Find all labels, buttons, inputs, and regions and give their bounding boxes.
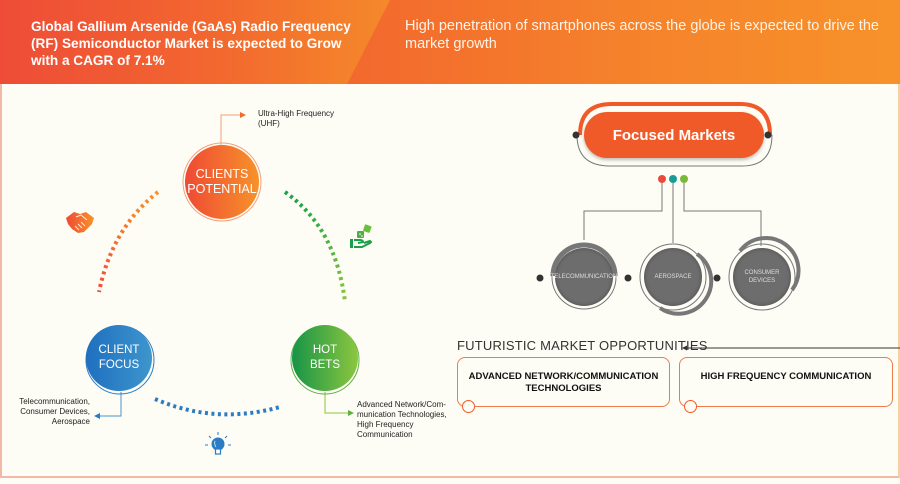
header-banner: Global Gallium Arsenide (GaAs) Radio Fre… — [0, 0, 900, 84]
note-line: Advanced Network/Com- — [357, 400, 446, 409]
client-focus-arrow-icon — [94, 413, 100, 419]
clients-potential-label-2: POTENTIAL — [187, 182, 257, 196]
hot-bets-arrow-icon — [348, 410, 354, 416]
opportunity-arrow — [682, 345, 900, 351]
note-line: High Frequency — [357, 420, 414, 429]
pill-left-dot — [572, 131, 580, 139]
opportunity-line-1: ADVANCED NETWORK/COMMUNICATION — [468, 371, 659, 382]
ring-dot-1 — [536, 274, 544, 282]
client-focus-connector-line — [100, 392, 122, 417]
market-telecommunication: TELECOMMUNICATION — [551, 248, 617, 306]
dotted-arc-green — [283, 190, 347, 303]
market-consumer-devices: CONSUMER DEVICES — [733, 248, 791, 306]
hand-dice-icon — [350, 224, 372, 248]
opportunities-title: FUTURISTIC MARKET OPPORTUNITIES — [457, 338, 708, 353]
note-line: Telecommunication, — [19, 397, 90, 406]
hot-bets-connector-line — [324, 392, 348, 414]
hot-bets-label-2: BETS — [309, 359, 341, 371]
hot-bets-note: Advanced Network/Com- munication Technol… — [357, 400, 447, 440]
note-line: munication Technologies, — [357, 410, 447, 419]
market-label: TELECOMMUNICATION — [550, 274, 618, 280]
ring-dot-3 — [713, 274, 721, 282]
market-label-1: CONSUMER — [744, 270, 780, 276]
content-frame — [0, 84, 900, 478]
green-dot — [680, 175, 688, 183]
handshake-icon — [66, 212, 94, 233]
note-line: Aerospace — [51, 417, 90, 426]
header-title-panel — [0, 0, 390, 84]
market-label: AEROSPACE — [654, 274, 692, 280]
client-focus-circle-shape — [86, 325, 152, 391]
clients-potential-circle-shape — [185, 145, 259, 219]
uhf-arrow-icon — [240, 112, 246, 118]
teal-dot — [669, 175, 677, 183]
market-aerospace: AEROSPACE — [644, 248, 702, 306]
opportunity-card: ADVANCED NETWORK/COMMUNICATION TECHNOLOG… — [457, 357, 670, 407]
market-label-2: DEVICES — [748, 278, 776, 284]
note-line: Consumer Devices, — [20, 407, 90, 416]
client-focus-label-1: CLIENT — [98, 344, 140, 356]
hot-bets-circle: HOT BETS — [292, 325, 358, 391]
red-dot — [658, 175, 666, 183]
hot-bets-label-1: HOT — [312, 344, 338, 356]
cycle-diagram — [66, 112, 372, 455]
opportunity-line-1: HIGH FREQUENCY COMMUNICATION — [700, 371, 872, 382]
opportunity-dot — [684, 400, 697, 413]
opportunity-dot — [462, 400, 475, 413]
pill-right-dot — [764, 131, 772, 139]
page-title: Global Gallium Arsenide (GaAs) Radio Fre… — [31, 19, 351, 68]
note-line: Communication — [357, 430, 413, 439]
ring-dot-2 — [624, 274, 632, 282]
focused-markets-diagram — [536, 102, 801, 316]
uhf-connector-line — [220, 114, 240, 146]
client-focus-label-2: FOCUS — [98, 359, 140, 371]
client-focus-note: Telecommunication, Consumer Devices, Aer… — [4, 397, 90, 427]
lightbulb-icon — [205, 432, 231, 455]
page-subtitle: High penetration of smartphones across t… — [405, 18, 879, 52]
dotted-arc-orange — [97, 190, 160, 293]
client-focus-circle: CLIENT FOCUS — [86, 325, 152, 391]
hot-bets-circle-shape — [292, 325, 358, 391]
note-line: (UHF) — [258, 119, 280, 128]
dotted-arc-blue — [154, 397, 281, 417]
arrow-left-icon — [682, 345, 687, 351]
clients-potential-label-1: CLIENTS — [195, 167, 249, 181]
clients-potential-note: Ultra-High Frequency (UHF) — [258, 109, 334, 129]
opportunity-line-2: TECHNOLOGIES — [525, 383, 602, 394]
note-line: Ultra-High Frequency — [258, 109, 335, 118]
opportunity-card: HIGH FREQUENCY COMMUNICATION — [679, 357, 893, 407]
focused-markets-pill: Focused Markets — [584, 112, 764, 158]
